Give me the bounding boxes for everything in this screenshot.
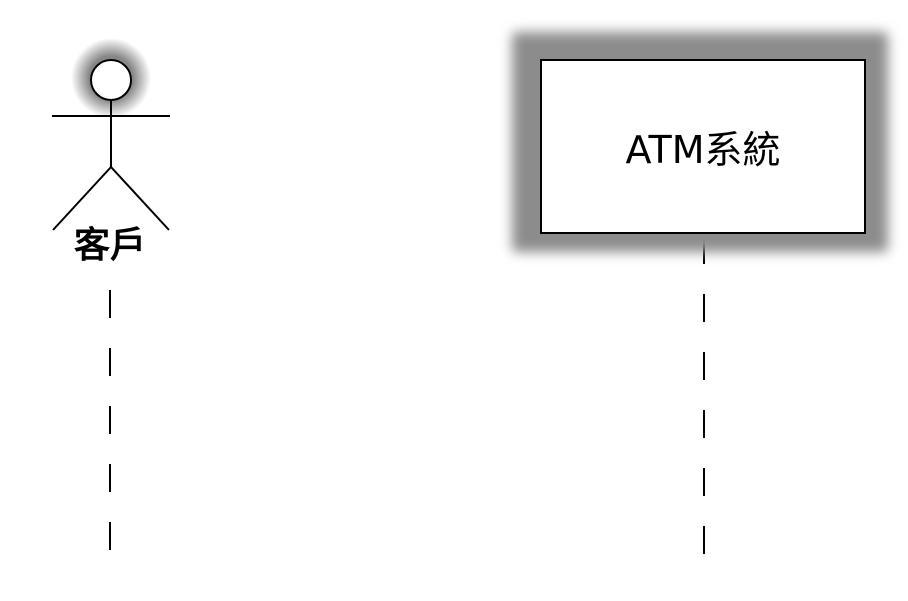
object-box: ATM系統 xyxy=(540,59,866,234)
actor-label: 客戶 xyxy=(73,225,146,266)
actor-stick-figure-icon xyxy=(52,38,170,231)
actor-left-leg xyxy=(52,166,112,231)
object-label: ATM系統 xyxy=(625,128,781,172)
actor-right-leg xyxy=(110,166,170,231)
actor-head xyxy=(90,59,132,101)
